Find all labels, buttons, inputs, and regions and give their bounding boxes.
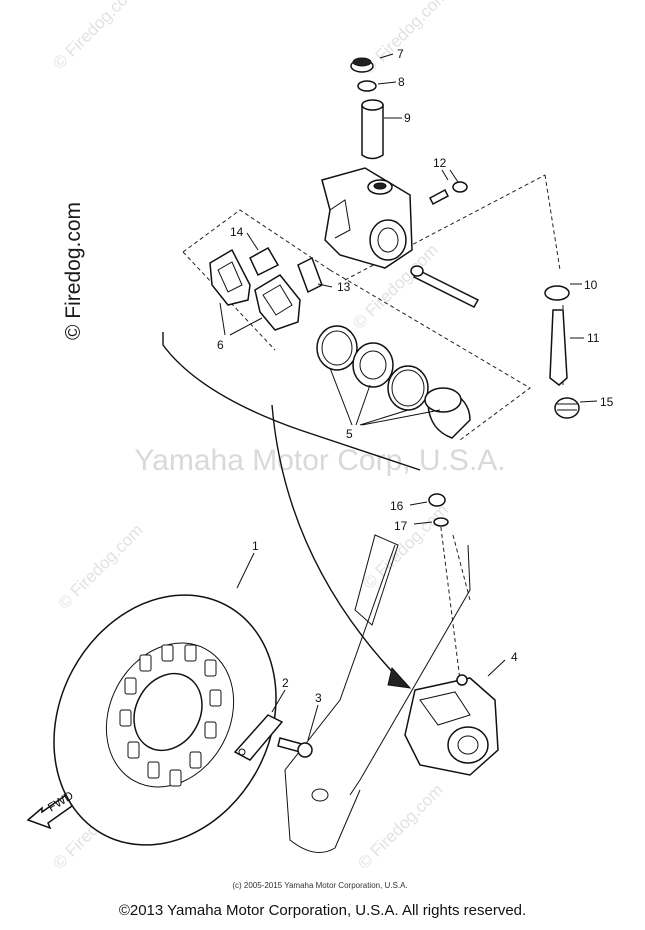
part-washer-8 xyxy=(357,80,377,92)
callout-3: 3 xyxy=(315,691,322,705)
part-bolt-11 xyxy=(549,309,568,386)
part-brake-disc-1 xyxy=(53,594,277,846)
callout-10: 10 xyxy=(584,278,598,292)
callout-13: 13 xyxy=(337,280,351,294)
watermark-tile: © Firedog.com xyxy=(359,500,451,592)
watermark-tile: © Firedog.com xyxy=(49,0,141,73)
copyright-footer: ©2013 Yamaha Motor Corporation, U.S.A. A… xyxy=(118,902,527,919)
callout-12: 12 xyxy=(433,156,447,170)
part-piston-kit-5 xyxy=(316,325,471,439)
part-pin-9 xyxy=(361,99,384,160)
callout-16: 16 xyxy=(390,499,404,513)
callout-4: 4 xyxy=(511,650,518,664)
part-washer-10 xyxy=(544,285,570,301)
assembly-arrow xyxy=(162,332,421,689)
part-bolt-3 xyxy=(277,737,313,758)
callout-1: 1 xyxy=(252,539,259,553)
part-clip-13 xyxy=(297,256,323,294)
callout-6: 6 xyxy=(217,338,224,352)
callout-2: 2 xyxy=(282,676,289,690)
callout-11: 11 xyxy=(587,331,600,345)
credit-line: (c) 2005-2015 Yamaha Motor Corporation, … xyxy=(232,881,407,890)
watermark-tile: © Firedog.com xyxy=(54,520,146,612)
fork-leg xyxy=(284,534,471,853)
callout-7: 7 xyxy=(397,47,404,61)
leader-lines xyxy=(219,53,598,741)
watermark-center: Yamaha Motor Corp, U.S.A. xyxy=(134,444,505,477)
callouts: 7 8 9 12 14 13 10 11 6 5 15 16 17 4 1 2 … xyxy=(217,47,614,705)
part-caliper-bracket xyxy=(321,167,413,269)
part-boot-15 xyxy=(554,397,580,419)
fwd-arrow: FWD xyxy=(26,788,76,830)
callout-14: 14 xyxy=(230,225,244,239)
callout-5: 5 xyxy=(346,427,353,441)
disc-vent-holes xyxy=(119,644,222,787)
part-cap-16 xyxy=(428,493,446,507)
part-bolt xyxy=(410,265,480,308)
part-lock-plate-2 xyxy=(233,714,284,761)
part-pads-6 xyxy=(209,248,301,331)
callout-15: 15 xyxy=(600,395,614,409)
watermark-tile: © Firedog.com xyxy=(354,780,446,872)
part-shim-14 xyxy=(249,246,280,277)
part-cap-7 xyxy=(350,57,374,73)
part-washer-17 xyxy=(433,517,449,527)
part-bleed-screw-12 xyxy=(429,181,468,206)
callout-9: 9 xyxy=(404,111,411,125)
part-caliper-4 xyxy=(404,674,499,776)
callout-17: 17 xyxy=(394,519,408,533)
callout-8: 8 xyxy=(398,75,405,89)
watermark-side: © Firedog.com xyxy=(62,202,85,340)
